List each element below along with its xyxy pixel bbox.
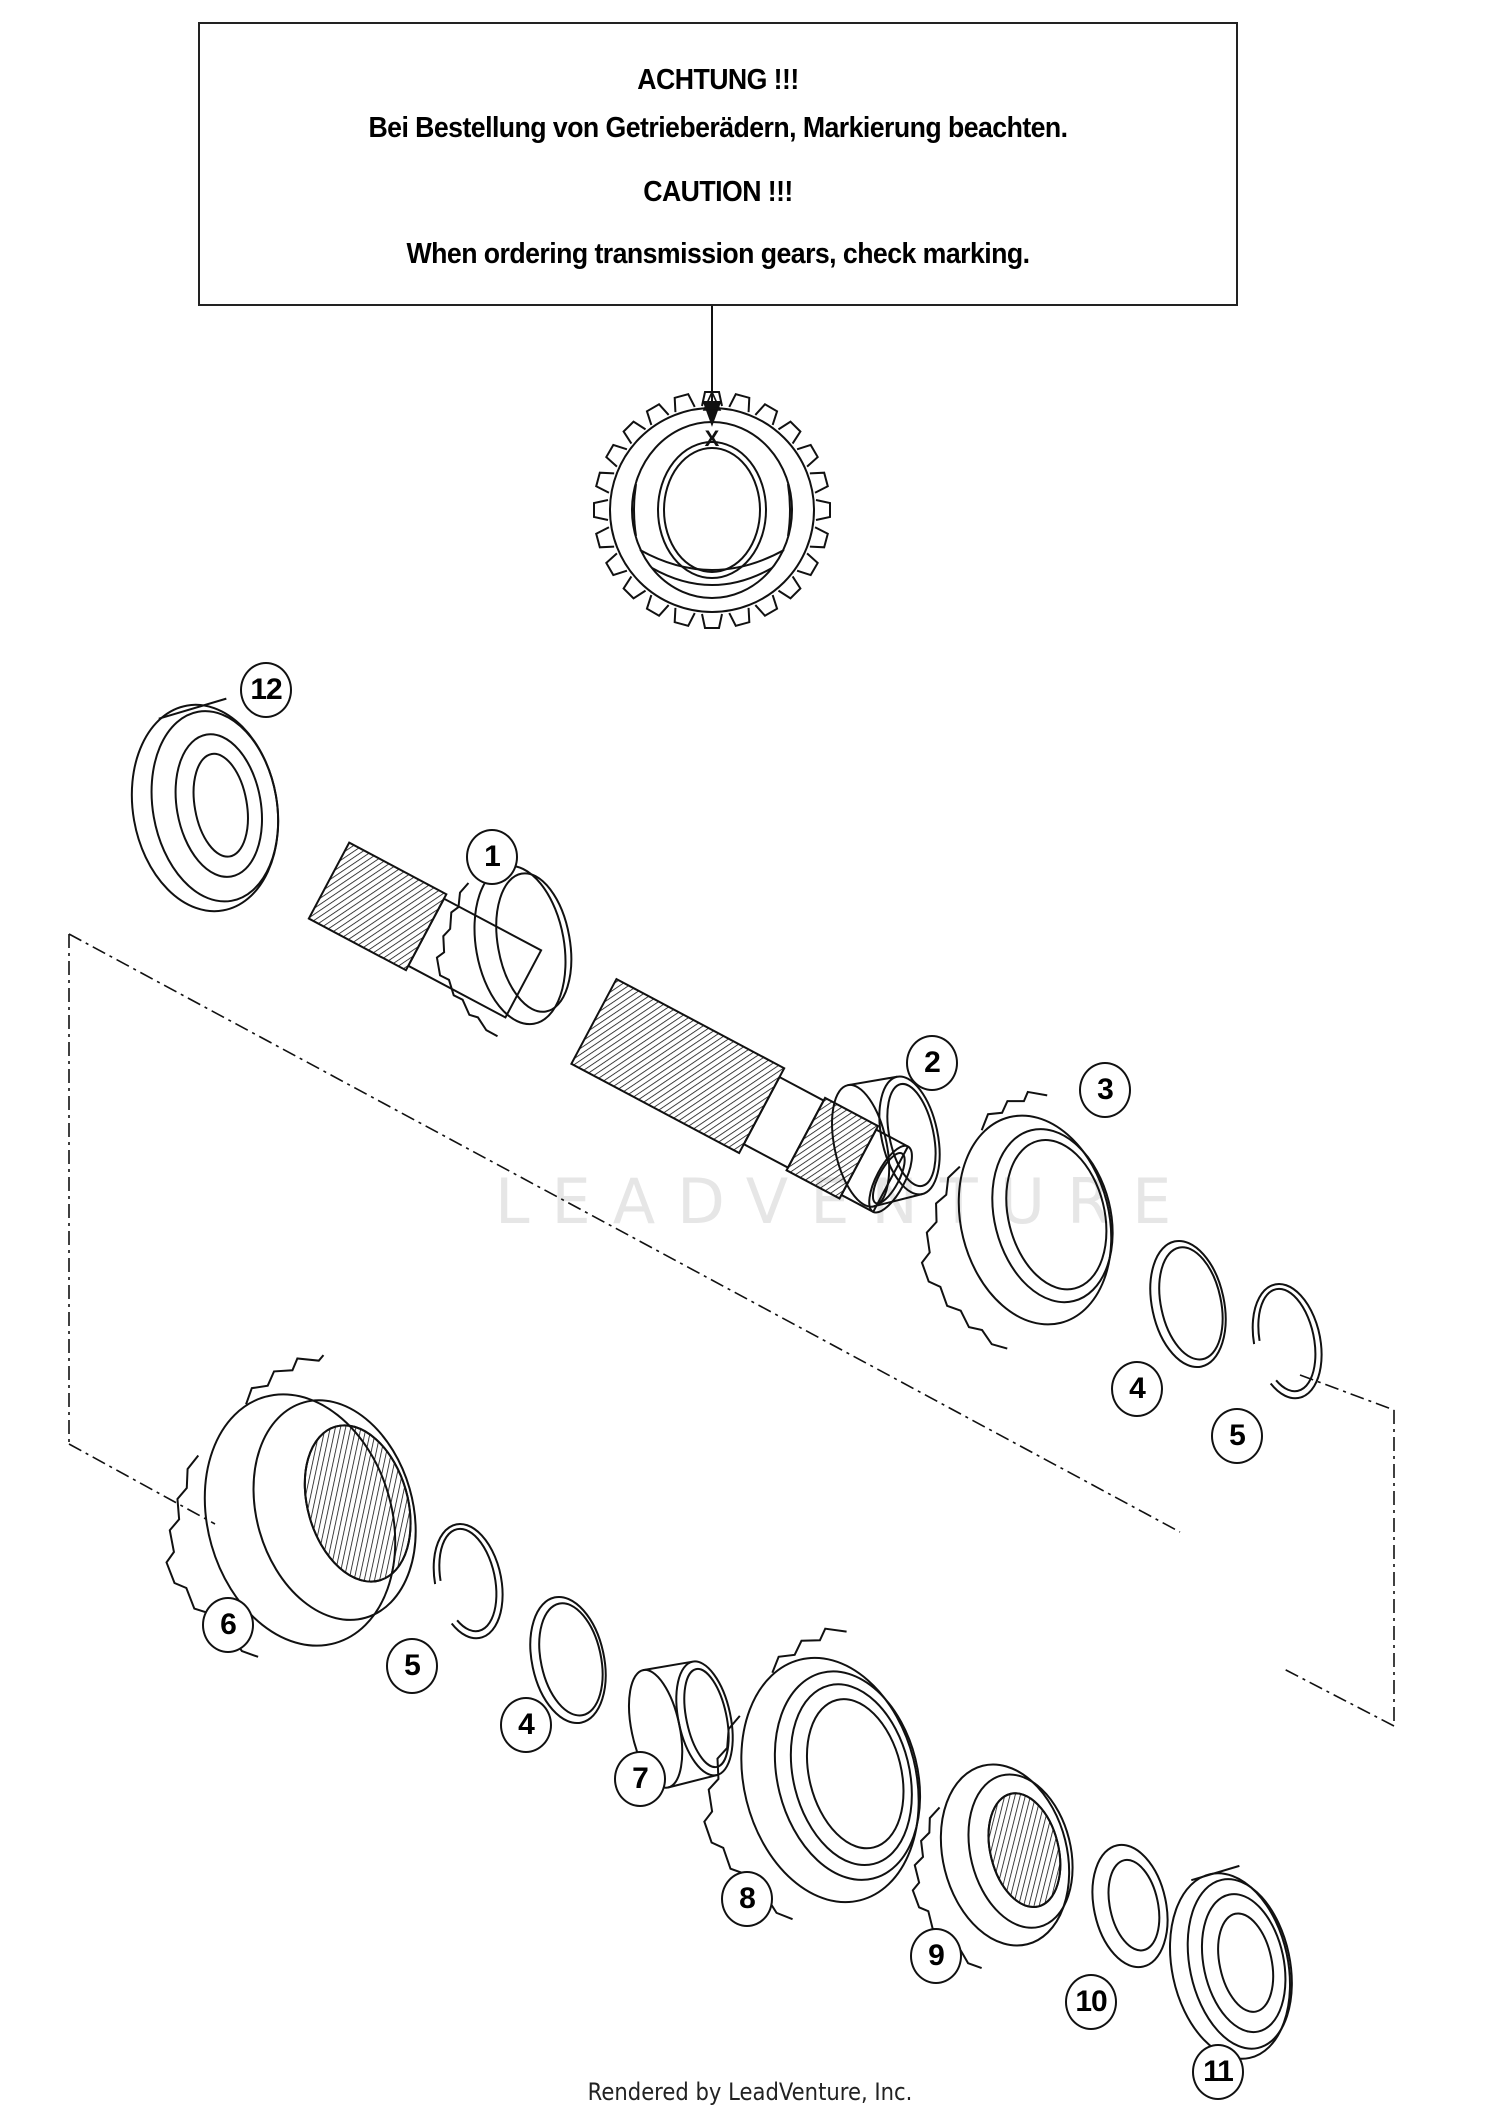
callout-part-8[interactable]: 8 — [721, 1871, 773, 1927]
callout-part-10[interactable]: 10 — [1065, 1974, 1117, 2030]
notice-heading-english: CAUTION !!! — [643, 176, 793, 208]
gear-part-6-icon — [165, 1354, 417, 1658]
callout-part-5[interactable]: 5 — [1211, 1408, 1263, 1464]
callout-part-7[interactable]: 7 — [614, 1751, 666, 1807]
notice-text-german: Bei Bestellung von Getrieberädern, Marki… — [368, 112, 1068, 144]
callout-part-5-lower[interactable]: 5 — [386, 1638, 438, 1694]
gear-part-3-icon — [920, 1090, 1114, 1350]
caution-notice-box: ACHTUNG !!! Bei Bestellung von Getrieber… — [198, 22, 1238, 306]
assembly-dashed-line — [68, 933, 1395, 1727]
gear-marking-x: X — [705, 426, 720, 451]
main-shaft-part-1-icon — [307, 841, 913, 1214]
notice-heading-german: ACHTUNG !!! — [637, 64, 799, 96]
notice-text-english: When ordering transmission gears, check … — [406, 238, 1030, 270]
circlip-part-5-icon — [1251, 1282, 1323, 1400]
bearing-part-11-icon — [1168, 1864, 1293, 2060]
washer-part-10-icon — [1091, 1843, 1169, 1969]
bearing-part-12-icon — [130, 697, 280, 913]
callout-part-1[interactable]: 1 — [466, 829, 518, 885]
thrust-washer-part-4-lower-icon — [529, 1595, 607, 1725]
callout-part-4[interactable]: 4 — [1111, 1361, 1163, 1417]
callout-part-2[interactable]: 2 — [906, 1035, 958, 1091]
callout-part-11[interactable]: 11 — [1192, 2044, 1244, 2100]
gear-part-8-icon — [703, 1627, 922, 1921]
callout-part-4-lower[interactable]: 4 — [500, 1697, 552, 1753]
callout-part-3[interactable]: 3 — [1079, 1062, 1131, 1118]
callout-part-12[interactable]: 12 — [240, 662, 292, 718]
render-credit: Rendered by LeadVenture, Inc. — [587, 2078, 913, 2106]
callout-part-6[interactable]: 6 — [202, 1597, 254, 1653]
bushing-part-2-icon — [831, 1075, 941, 1208]
callout-part-9[interactable]: 9 — [910, 1928, 962, 1984]
circlip-part-5-lower-icon — [432, 1522, 504, 1640]
marking-gear-icon — [593, 390, 831, 629]
thrust-washer-part-4-icon — [1149, 1239, 1227, 1369]
